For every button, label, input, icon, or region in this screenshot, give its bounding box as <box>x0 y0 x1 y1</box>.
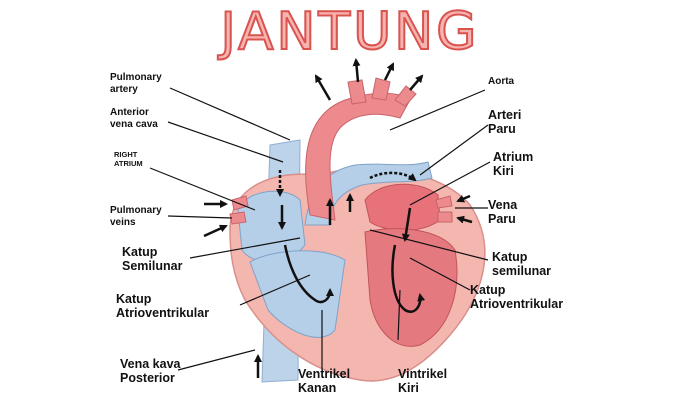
inflow-arrow-pv-left-2 <box>203 224 228 238</box>
aorta-branch-1 <box>347 79 367 105</box>
inflow-arrow-pv-right-1 <box>456 194 471 203</box>
pulmonary-veins-left-stub <box>231 195 249 211</box>
flow-arrow-left-ventricle <box>391 244 426 313</box>
right-ventricle-chamber <box>249 250 346 338</box>
pulmonary-artery-trunk <box>304 161 433 226</box>
aorta-branch-2 <box>371 77 391 101</box>
left-atrium-chamber <box>364 183 441 231</box>
flow-arrow-right-ventricle <box>283 244 334 304</box>
outflow-arrow-1 <box>314 74 332 101</box>
aorta-branch-3 <box>394 85 417 107</box>
flow-arrow-aortic <box>369 171 417 182</box>
pulmonary-veins-right-stub <box>435 195 453 209</box>
pulmonary-veins-left-stub-2 <box>229 211 247 225</box>
leader-lines <box>149 87 491 371</box>
flow-arrow-left-atrium-down <box>401 207 412 242</box>
outflow-arrow-3 <box>383 62 395 81</box>
right-atrium-chamber <box>237 190 306 263</box>
inflow-arrow-pv-right-2 <box>456 215 473 224</box>
left-ventricle-chamber <box>364 228 458 347</box>
outflow-arrow-4 <box>409 74 424 91</box>
page-title: JANTUNG <box>220 1 480 63</box>
outflow-arrow-2 <box>352 58 361 83</box>
pulmonary-veins-right-stub-2 <box>437 211 453 223</box>
label-aorta: Aorta <box>488 76 515 87</box>
